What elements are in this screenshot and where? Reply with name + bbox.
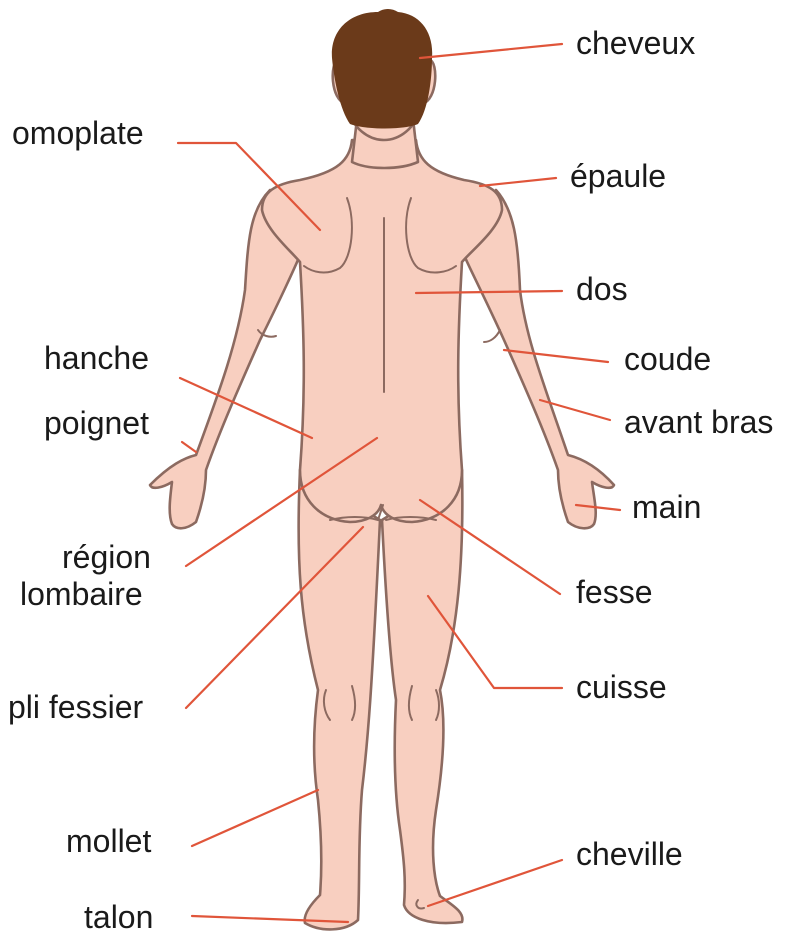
left-arm (150, 190, 300, 528)
label-talon: talon (84, 899, 153, 935)
label-poignet: poignet (44, 405, 149, 441)
hair (332, 9, 432, 129)
label-dos: dos (576, 271, 628, 307)
leader-cheveux (420, 44, 562, 58)
label-coude: coude (624, 341, 711, 377)
label-fesse: fesse (576, 574, 652, 610)
leader-epaule (480, 178, 556, 186)
label-omoplate: omoplate (12, 115, 144, 151)
label-cheville: cheville (576, 836, 683, 872)
label-hanche: hanche (44, 340, 149, 376)
right-leg (382, 470, 462, 923)
left-leg (299, 470, 380, 929)
label-region-line-2: lombaire (20, 576, 143, 612)
leader-cheville (428, 860, 562, 906)
leader-hanche (180, 378, 312, 438)
label-avant-bras: avant bras (624, 404, 773, 440)
label-cuisse: cuisse (576, 669, 667, 705)
label-mollet: mollet (66, 823, 151, 859)
label-epaule: épaule (570, 158, 666, 194)
label-region-line-1: région (62, 539, 151, 575)
label-cheveux: cheveux (576, 25, 695, 61)
right-elbow-crease (484, 330, 500, 342)
label-main: main (632, 489, 701, 525)
label-pli-fessier: pli fessier (8, 689, 144, 725)
leader-mollet (192, 790, 318, 846)
leader-poignet (182, 442, 196, 452)
human-figure-back-view (150, 9, 614, 929)
torso (262, 140, 502, 522)
